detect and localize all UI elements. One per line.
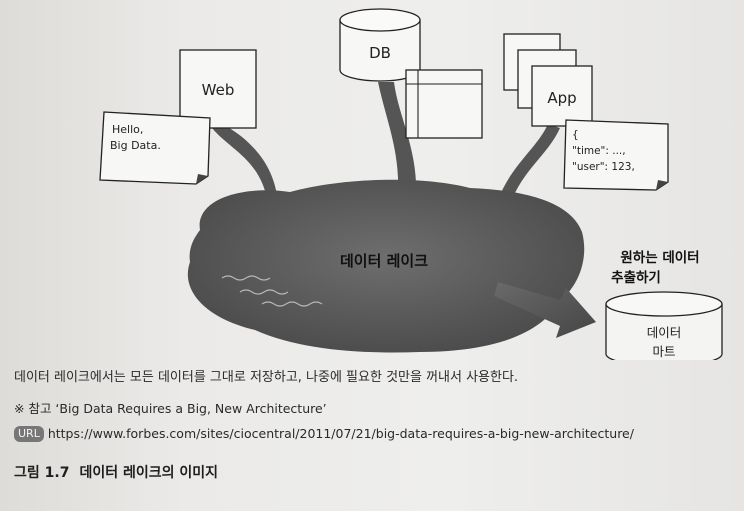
url-badge: URL [14, 426, 44, 442]
app-stack [503, 33, 593, 127]
extract-label-line1: 원하는 데이터 [620, 249, 699, 266]
data-lake-blob [187, 179, 585, 353]
json-line-3: "user": 123, [572, 161, 635, 173]
table-sheet [405, 69, 483, 139]
extract-arrow [494, 282, 596, 338]
data-lake-diagram: 데이터 레이크 원하는 데이터 추출하기 데이터 마트 Web Hello, B… [99, 8, 723, 360]
extract-label-line2: 추출하기 [611, 269, 661, 286]
db-pipe [378, 82, 417, 195]
data-mart-label-line2: 마트 [652, 344, 675, 359]
lake-waves [221, 275, 323, 307]
db-label: DB [369, 44, 391, 62]
hello-line-1: Hello, [112, 123, 143, 136]
json-note-fold [656, 180, 668, 190]
data-mart-cylinder [605, 291, 723, 360]
web-label: Web [202, 81, 235, 99]
web-page-box [179, 49, 257, 129]
app-pipe [496, 124, 560, 205]
hello-note-fold [196, 174, 208, 184]
app-label: App [547, 89, 576, 107]
figure-caption: 그림 1.7 데이터 레이크의 이미지 [14, 462, 218, 482]
figure-number: 그림 1.7 [14, 465, 70, 481]
db-cylinder [339, 8, 421, 82]
figure-title: 데이터 레이크의 이미지 [79, 465, 218, 481]
reference-url[interactable]: https://www.forbes.com/sites/ciocentral/… [47, 426, 634, 441]
json-line-2: "time": ..., [572, 145, 626, 157]
json-line-1: { [572, 129, 579, 141]
diagram-description: 데이터 레이크에서는 모든 데이터를 그대로 저장하고, 나중에 필요한 것만을… [14, 370, 519, 385]
lake-label: 데이터 레이크 [340, 252, 428, 270]
hello-line-2: Big Data. [110, 139, 161, 152]
data-mart-label-line1: 데이터 [647, 325, 682, 340]
reference-note: ※ 참고 ‘Big Data Requires a Big, New Archi… [14, 401, 327, 416]
